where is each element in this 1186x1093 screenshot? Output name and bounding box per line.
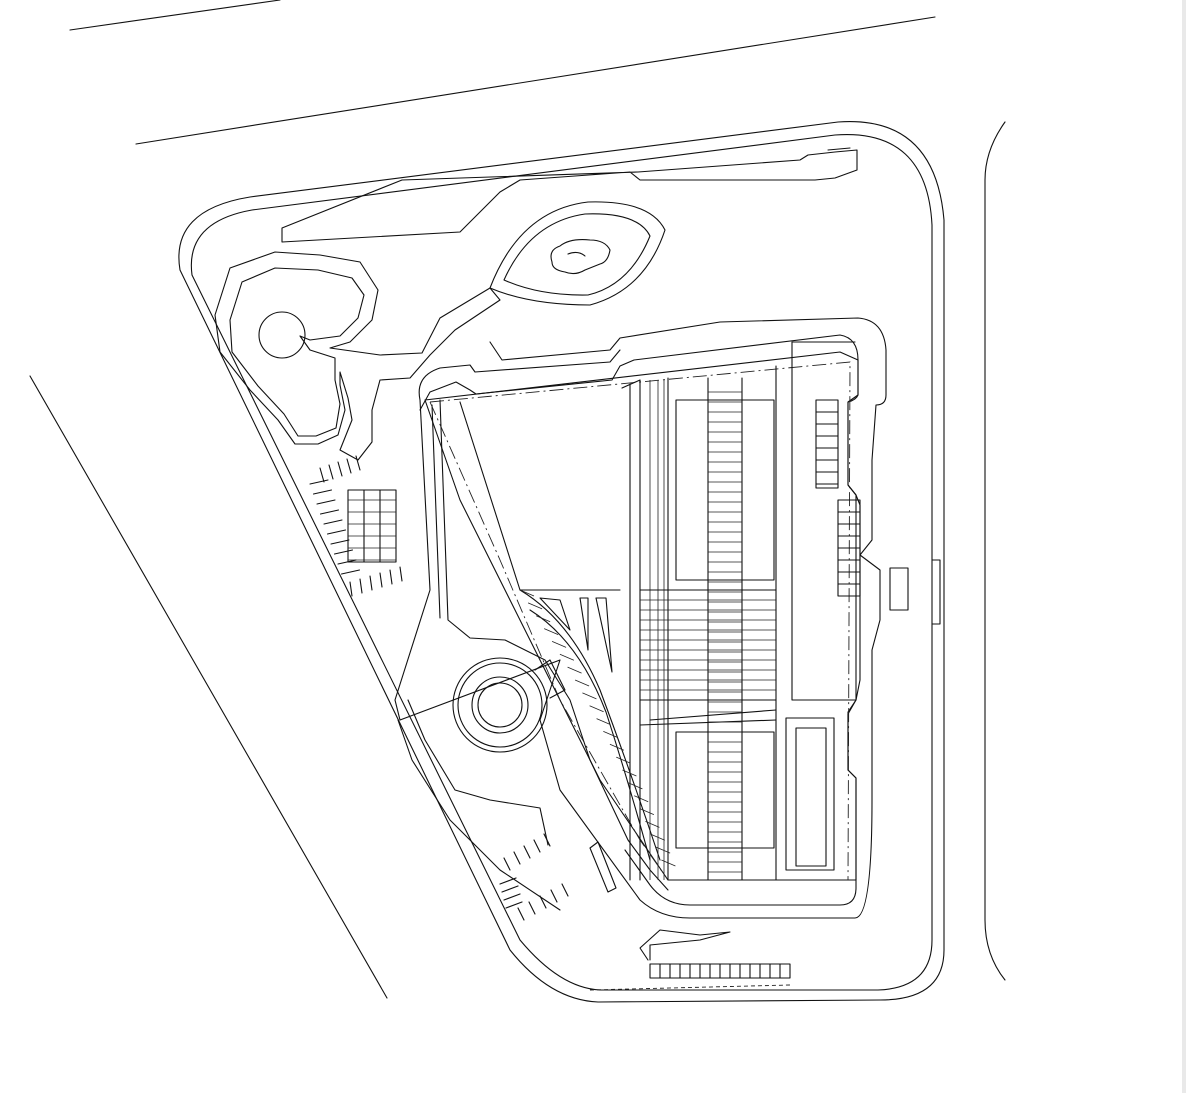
vertical-scrollbar[interactable] xyxy=(1182,0,1186,1093)
parking-east xyxy=(815,399,861,597)
site-boundary xyxy=(178,121,945,1003)
eye-garden xyxy=(489,201,666,306)
central-ramp xyxy=(640,377,776,881)
circle-garden xyxy=(214,251,501,461)
north-planting-bed xyxy=(281,147,858,243)
south-landscape xyxy=(589,841,791,991)
parking-west xyxy=(309,455,403,597)
curved-ramp xyxy=(519,589,676,867)
main-building xyxy=(424,341,941,881)
round-plaza xyxy=(452,657,566,753)
road-edges xyxy=(29,0,1006,999)
parking-south-west xyxy=(499,833,569,921)
parking-south xyxy=(649,963,791,979)
